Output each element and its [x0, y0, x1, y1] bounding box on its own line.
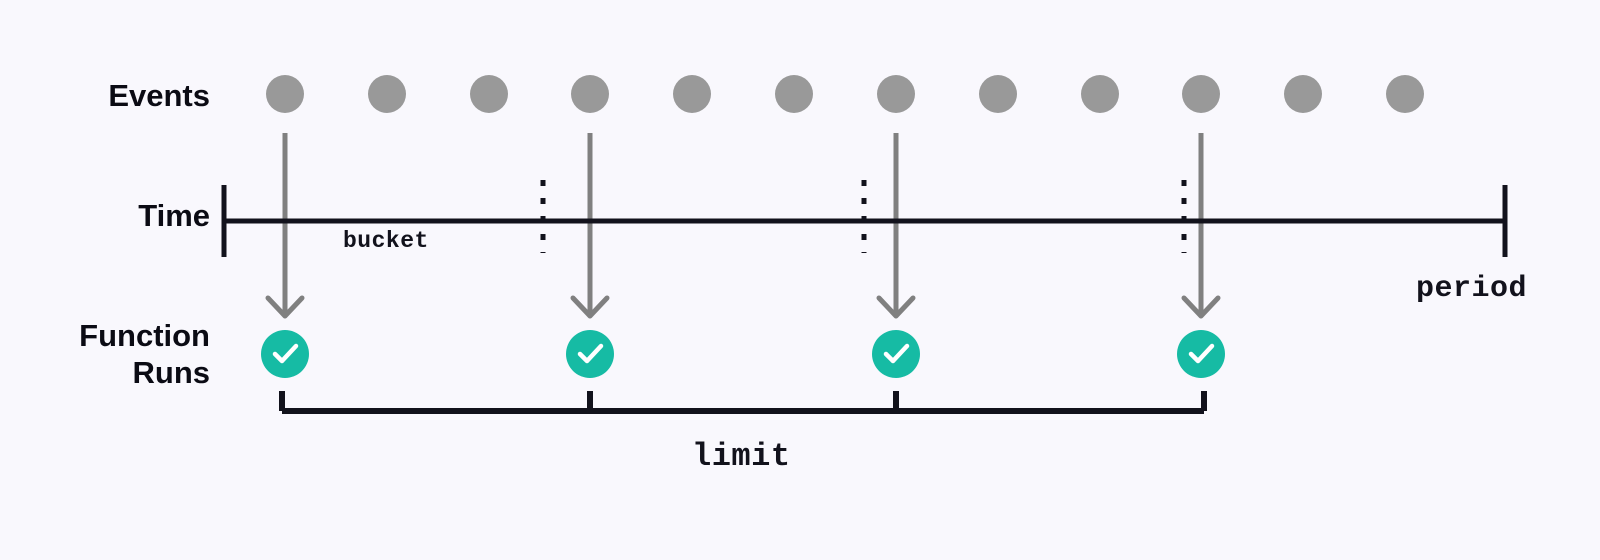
event-dots-group: [266, 75, 1424, 113]
event-dot: [368, 75, 406, 113]
annotation-bucket: bucket: [343, 228, 429, 254]
event-dot: [979, 75, 1017, 113]
check-icon: [883, 343, 910, 364]
event-dot: [673, 75, 711, 113]
event-dot: [1081, 75, 1119, 113]
trigger-arrow: [876, 133, 916, 319]
row-label-function-runs: Function Runs: [79, 318, 210, 390]
row-label-time: Time: [138, 198, 210, 233]
limit-bracket-group: [279, 391, 1207, 414]
function-run-markers-group: [261, 330, 1225, 378]
trigger-arrows-group: [265, 133, 1221, 319]
check-icon: [577, 343, 604, 364]
event-dot: [775, 75, 813, 113]
event-dot: [266, 75, 304, 113]
trigger-arrow-head-icon: [1181, 295, 1221, 319]
function-run-marker: [261, 330, 309, 378]
event-dot: [877, 75, 915, 113]
event-dot: [1284, 75, 1322, 113]
trigger-arrow-head-icon: [265, 295, 305, 319]
function-run-circle: [1177, 330, 1225, 378]
function-run-marker: [566, 330, 614, 378]
trigger-arrow-head-icon: [876, 295, 916, 319]
check-icon: [272, 343, 299, 364]
trigger-arrow: [265, 133, 305, 319]
bucket-dividers-group: [540, 180, 1187, 253]
check-icon: [1188, 343, 1215, 364]
function-run-circle: [566, 330, 614, 378]
event-dot: [571, 75, 609, 113]
event-dot: [1182, 75, 1220, 113]
trigger-arrow: [1181, 133, 1221, 319]
event-dot: [1386, 75, 1424, 113]
function-run-circle: [261, 330, 309, 378]
annotation-period: period: [1416, 272, 1528, 306]
function-run-circle: [872, 330, 920, 378]
trigger-arrow: [570, 133, 610, 319]
trigger-arrow-head-icon: [570, 295, 610, 319]
function-run-marker: [872, 330, 920, 378]
event-dot: [470, 75, 508, 113]
row-label-events: Events: [108, 78, 210, 113]
function-run-marker: [1177, 330, 1225, 378]
annotation-limit: limit: [692, 438, 791, 475]
